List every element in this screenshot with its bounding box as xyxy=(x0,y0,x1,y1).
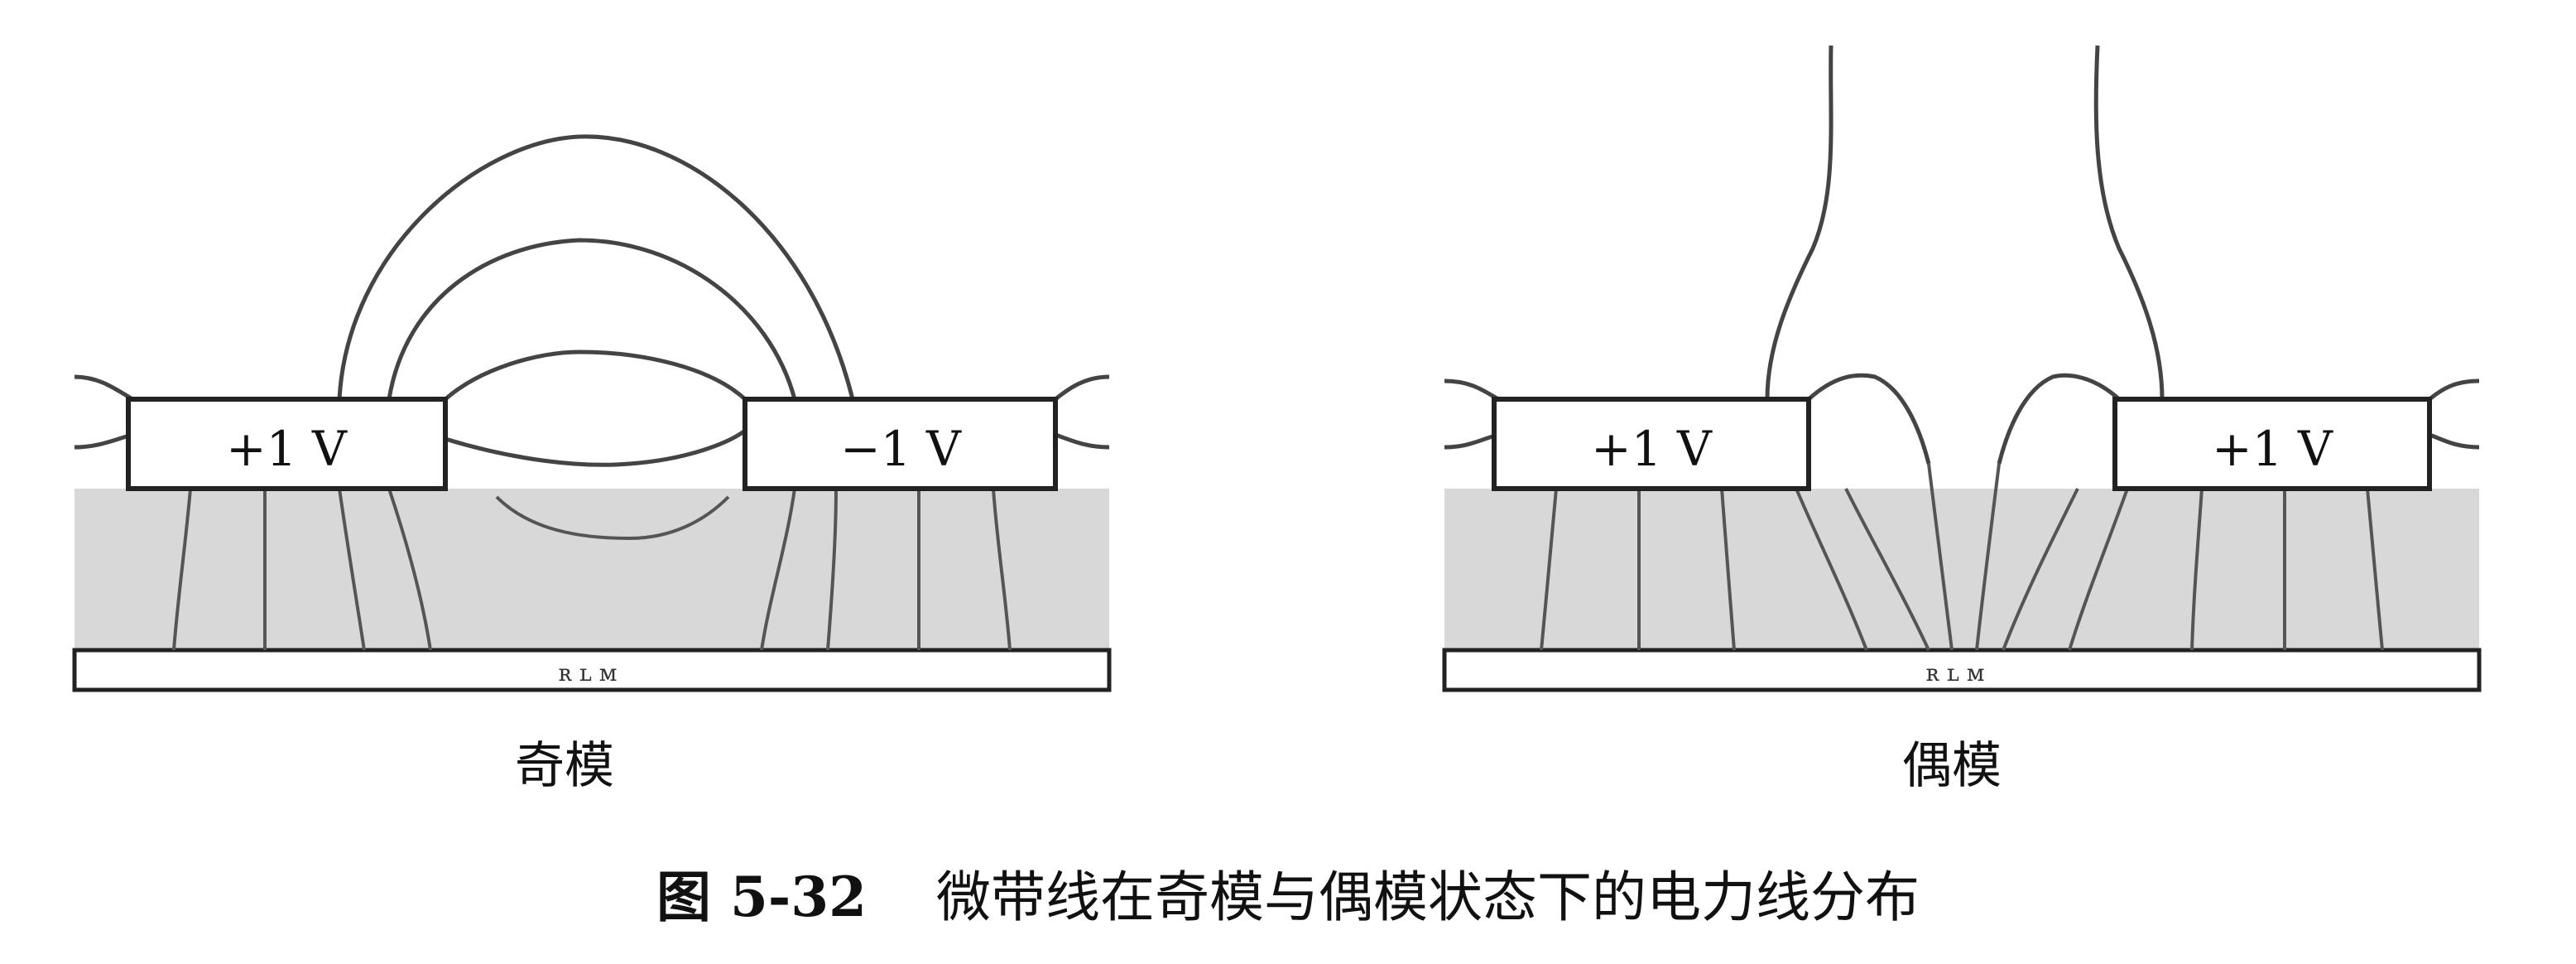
odd-right-fringe-top xyxy=(1054,374,1110,401)
odd-ground-marking: ʀ ʟ ᴍ xyxy=(558,659,617,687)
odd-mode-caption: 奇模 xyxy=(515,737,614,795)
even-substrate xyxy=(1444,489,2479,650)
odd-arc-outer xyxy=(337,134,855,400)
even-ground-marking: ʀ ʟ ᴍ xyxy=(1925,659,1984,687)
odd-right-conductor-label: −1 V xyxy=(840,421,962,477)
odd-left-conductor xyxy=(126,397,448,491)
even-right-conductor-label: +1 V xyxy=(2212,421,2333,477)
even-field-lines-air xyxy=(1444,45,2480,465)
even-left-fringe-bottom xyxy=(1444,432,1499,450)
even-right-vertical xyxy=(2093,45,2165,400)
odd-right-fringe-bottom xyxy=(1055,432,1110,450)
even-left-bump xyxy=(1807,373,1931,465)
odd-mode-diagram: ʀ ʟ ᴍ +1 V −1 V 奇模 xyxy=(72,134,1112,795)
odd-right-conductor xyxy=(743,397,1058,491)
figure-title: 微带线在奇模与偶模状态下的电力线分布 xyxy=(936,865,1920,929)
odd-substrate xyxy=(74,489,1109,650)
even-field-lines-substrate xyxy=(1540,463,2384,651)
even-ground-plane xyxy=(1442,648,2482,692)
even-right-conductor xyxy=(2112,397,2432,491)
odd-gap-line xyxy=(445,428,747,467)
odd-arc-middle xyxy=(387,238,797,400)
even-left-fringe-top xyxy=(1444,378,1500,402)
even-mode-caption: 偶模 xyxy=(1902,737,2002,795)
odd-left-fringe-bottom xyxy=(74,432,133,450)
even-right-bump xyxy=(1997,373,2121,465)
even-right-fringe-top xyxy=(2428,378,2480,401)
even-mode-diagram: ʀ ʟ ᴍ + xyxy=(1442,45,2482,795)
odd-ground-plane xyxy=(72,648,1112,692)
figure-number: 图 5-32 xyxy=(656,865,867,929)
odd-left-conductor-label: +1 V xyxy=(226,421,348,477)
even-right-fringe-bottom xyxy=(2429,432,2480,450)
even-left-conductor-label: +1 V xyxy=(1591,421,1713,477)
odd-field-lines-substrate xyxy=(172,488,1012,651)
odd-arc-inner xyxy=(444,349,747,401)
figure-caption: 图 5-32 微带线在奇模与偶模状态下的电力线分布 xyxy=(0,853,2576,933)
odd-left-fringe-top xyxy=(74,374,134,402)
even-left-vertical xyxy=(1765,45,1833,400)
even-left-conductor xyxy=(1492,397,1811,491)
